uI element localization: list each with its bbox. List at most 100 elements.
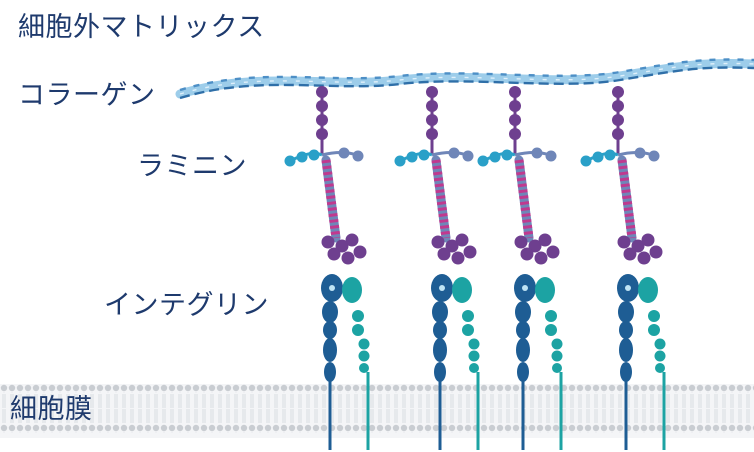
laminin-g-domain xyxy=(641,233,655,247)
integrin-alpha-leg xyxy=(516,321,530,339)
laminin-bead xyxy=(477,155,489,167)
integrin-alpha-leg xyxy=(323,338,337,362)
laminin-g-domain xyxy=(637,251,651,265)
integrin-beta-head xyxy=(638,277,658,303)
integrin-beta-leg xyxy=(654,350,666,362)
laminin-bead xyxy=(648,150,660,162)
integrin-alpha-leg xyxy=(324,362,336,382)
integrin-beta-leg xyxy=(552,363,562,373)
laminin-bead xyxy=(316,86,328,98)
laminin-bead xyxy=(406,151,418,163)
integrin-beta-leg xyxy=(655,363,665,373)
laminin-bead xyxy=(462,150,474,162)
laminin-bead xyxy=(308,149,320,161)
integrin-alpha-site xyxy=(439,285,445,291)
laminin-bead xyxy=(338,147,350,159)
integrin-beta-leg xyxy=(468,350,480,362)
laminin-bead xyxy=(604,149,616,161)
integrin-alpha-leg xyxy=(323,321,337,339)
integrin-beta-leg xyxy=(545,310,557,322)
integrin-alpha-leg xyxy=(517,362,529,382)
laminin-bead xyxy=(545,150,557,162)
integrin-beta-leg xyxy=(352,324,364,336)
laminin-g-domain xyxy=(327,247,341,261)
laminin-g-domain xyxy=(431,235,445,249)
laminin-g-domain xyxy=(546,245,560,259)
unit-3 xyxy=(477,86,563,450)
laminin-g-domain xyxy=(455,233,469,247)
laminin-bead xyxy=(418,149,430,161)
laminin-g-domain xyxy=(534,251,548,265)
laminin-g-domain xyxy=(649,245,663,259)
collagen-fiber xyxy=(175,58,754,100)
integrin-beta-leg xyxy=(551,350,563,362)
laminin-g-domain xyxy=(463,245,477,259)
integrin-beta-leg xyxy=(551,338,563,350)
integrin-alpha-leg xyxy=(433,321,447,339)
laminin-g-domain xyxy=(617,235,631,249)
integrin-beta-leg xyxy=(545,324,557,336)
integrin-beta-leg xyxy=(468,338,480,350)
laminin-bead xyxy=(509,86,521,98)
integrin-alpha-leg xyxy=(619,321,633,339)
laminin-integrin-units xyxy=(284,86,666,450)
integrin-beta-head xyxy=(452,277,472,303)
integrin-alpha-site xyxy=(522,285,528,291)
integrin-alpha-leg xyxy=(433,338,447,362)
laminin-g-domain xyxy=(321,235,335,249)
laminin-g-domain xyxy=(623,247,637,261)
integrin-beta-leg xyxy=(358,338,370,350)
integrin-beta-leg xyxy=(358,350,370,362)
laminin-g-domain xyxy=(528,239,542,253)
laminin-bead xyxy=(489,151,501,163)
laminin-g-domain xyxy=(353,245,367,259)
integrin-alpha-leg xyxy=(432,301,448,323)
laminin-coil-stripe xyxy=(617,159,637,239)
laminin-bead xyxy=(501,149,513,161)
laminin-coil-stripe xyxy=(514,159,534,239)
integrin-beta-leg xyxy=(352,310,364,322)
laminin-bead xyxy=(592,151,604,163)
cell-membrane xyxy=(0,384,754,438)
integrin-beta-leg xyxy=(648,324,660,336)
integrin-alpha-site xyxy=(625,285,631,291)
ecm-label: 細胞外マトリックス xyxy=(18,12,265,43)
integrin-beta-leg xyxy=(654,338,666,350)
integrin-alpha-leg xyxy=(515,301,531,323)
laminin-label: ラミニン xyxy=(137,151,247,182)
integrin-beta-leg xyxy=(648,310,660,322)
integrin-beta-leg xyxy=(359,363,369,373)
laminin-g-domain xyxy=(335,239,349,253)
membrane-label: 細胞膜 xyxy=(10,394,93,425)
laminin-coil-stripe xyxy=(321,159,341,239)
laminin-g-domain xyxy=(437,247,451,261)
laminin-g-domain xyxy=(345,233,359,247)
laminin-bead xyxy=(394,155,406,167)
collagen-label: コラーゲン xyxy=(18,80,156,111)
laminin-bead xyxy=(580,155,592,167)
laminin-bead xyxy=(352,150,364,162)
laminin-coil-stripe xyxy=(431,159,451,239)
integrin-beta-leg xyxy=(462,324,474,336)
integrin-beta-leg xyxy=(462,310,474,322)
laminin-bead xyxy=(426,86,438,98)
laminin-bead xyxy=(531,147,543,159)
laminin-g-domain xyxy=(520,247,534,261)
unit-2 xyxy=(394,86,480,450)
integrin-alpha-leg xyxy=(322,301,338,323)
laminin-g-domain xyxy=(538,233,552,247)
laminin-g-domain xyxy=(341,251,355,265)
integrin-alpha-leg xyxy=(434,362,446,382)
laminin-g-domain xyxy=(514,235,528,249)
integrin-alpha-leg xyxy=(619,338,633,362)
laminin-bead xyxy=(448,147,460,159)
integrin-label: インテグリン xyxy=(104,290,269,321)
laminin-bead xyxy=(612,86,624,98)
laminin-g-domain xyxy=(451,251,465,265)
unit-4 xyxy=(580,86,666,450)
integrin-alpha-leg xyxy=(618,301,634,323)
unit-1 xyxy=(284,86,370,450)
integrin-beta-leg xyxy=(469,363,479,373)
laminin-bead xyxy=(296,151,308,163)
